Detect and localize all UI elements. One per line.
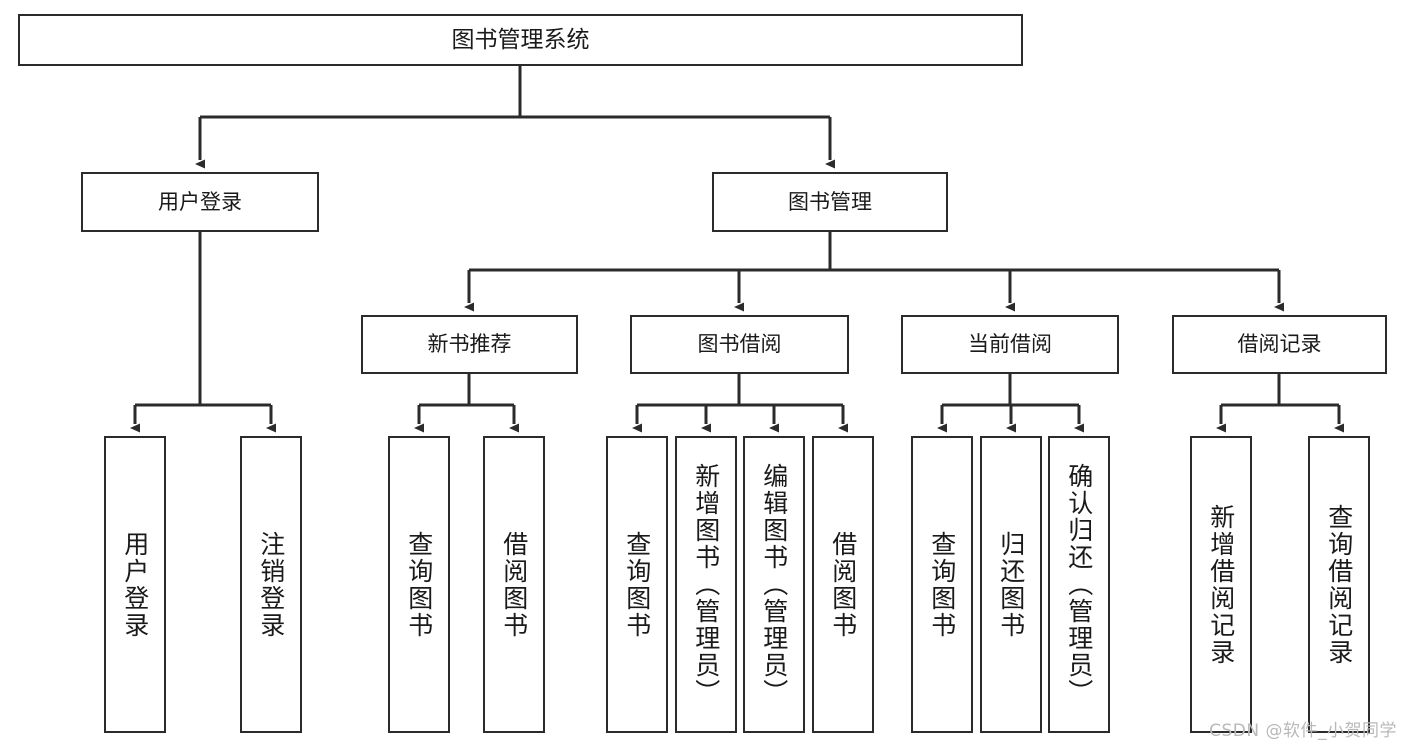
edge-group-borrow-record (1216, 374, 1344, 433)
node-borrow-record-label: 借阅记录 (1237, 332, 1322, 357)
leaf-edit-book-admin-label: 编辑图书（管理员） (759, 463, 789, 706)
node-book-management[interactable]: 图书管理 (712, 172, 948, 232)
node-book-borrow[interactable]: 图书借阅 (630, 315, 849, 374)
leaf-add-book-admin-label: 新增图书（管理员） (691, 463, 721, 706)
leaf-confirm-return-admin[interactable]: 确认归还（管理员） (1048, 436, 1110, 733)
leaf-return-book[interactable]: 归还图书 (980, 436, 1042, 733)
leaf-query-book-current[interactable]: 查询图书 (911, 436, 973, 733)
edge-group-root (195, 66, 835, 169)
leaf-borrow-book-newrec[interactable]: 借阅图书 (483, 436, 545, 733)
leaf-query-borrow-record[interactable]: 查询借阅记录 (1308, 436, 1370, 733)
leaf-query-book-borrow[interactable]: 查询图书 (606, 436, 668, 733)
leaf-borrow-book[interactable]: 借阅图书 (812, 436, 874, 733)
leaf-confirm-return-admin-label: 确认归还（管理员） (1064, 463, 1094, 706)
node-root[interactable]: 图书管理系统 (18, 14, 1023, 66)
node-book-borrow-label: 图书借阅 (697, 332, 782, 357)
edge-group-book-borrow (632, 374, 848, 433)
leaf-borrow-book-newrec-label: 借阅图书 (499, 530, 529, 639)
node-book-management-label: 图书管理 (788, 189, 872, 214)
leaf-edit-book-admin[interactable]: 编辑图书（管理员） (743, 436, 805, 733)
edge-group-current-borrow (937, 374, 1084, 433)
leaf-add-borrow-record[interactable]: 新增借阅记录 (1190, 436, 1252, 733)
node-user-login[interactable]: 用户登录 (81, 172, 319, 232)
node-new-book-recommend[interactable]: 新书推荐 (361, 315, 578, 374)
leaf-add-borrow-record-label: 新增借阅记录 (1206, 503, 1236, 666)
leaf-query-book-borrow-label: 查询图书 (622, 530, 652, 639)
node-user-login-label: 用户登录 (158, 189, 242, 214)
leaf-query-book-newrec-label: 查询图书 (404, 530, 434, 639)
leaf-query-book-current-label: 查询图书 (927, 530, 957, 639)
node-new-book-recommend-label: 新书推荐 (427, 332, 512, 357)
leaf-logout[interactable]: 注销登录 (240, 436, 302, 733)
leaf-query-borrow-record-label: 查询借阅记录 (1324, 503, 1354, 666)
leaf-user-login[interactable]: 用户登录 (104, 436, 166, 733)
node-borrow-record[interactable]: 借阅记录 (1172, 315, 1387, 374)
edge-group-book-mgmt (464, 232, 1284, 312)
leaf-borrow-book-label: 借阅图书 (828, 530, 858, 639)
edge-group-new-book-rec (414, 374, 519, 433)
node-current-borrow-label: 当前借阅 (968, 332, 1052, 357)
leaf-add-book-admin[interactable]: 新增图书（管理员） (675, 436, 737, 733)
leaf-return-book-label: 归还图书 (996, 530, 1026, 639)
edge-group-user-login (130, 232, 276, 433)
leaf-user-login-label: 用户登录 (120, 530, 150, 639)
leaf-query-book-newrec[interactable]: 查询图书 (388, 436, 450, 733)
node-current-borrow[interactable]: 当前借阅 (901, 315, 1119, 374)
node-root-label: 图书管理系统 (451, 26, 590, 53)
csdn-watermark: CSDN @软件_小贺同学 (1209, 721, 1397, 741)
leaf-logout-label: 注销登录 (256, 530, 286, 639)
